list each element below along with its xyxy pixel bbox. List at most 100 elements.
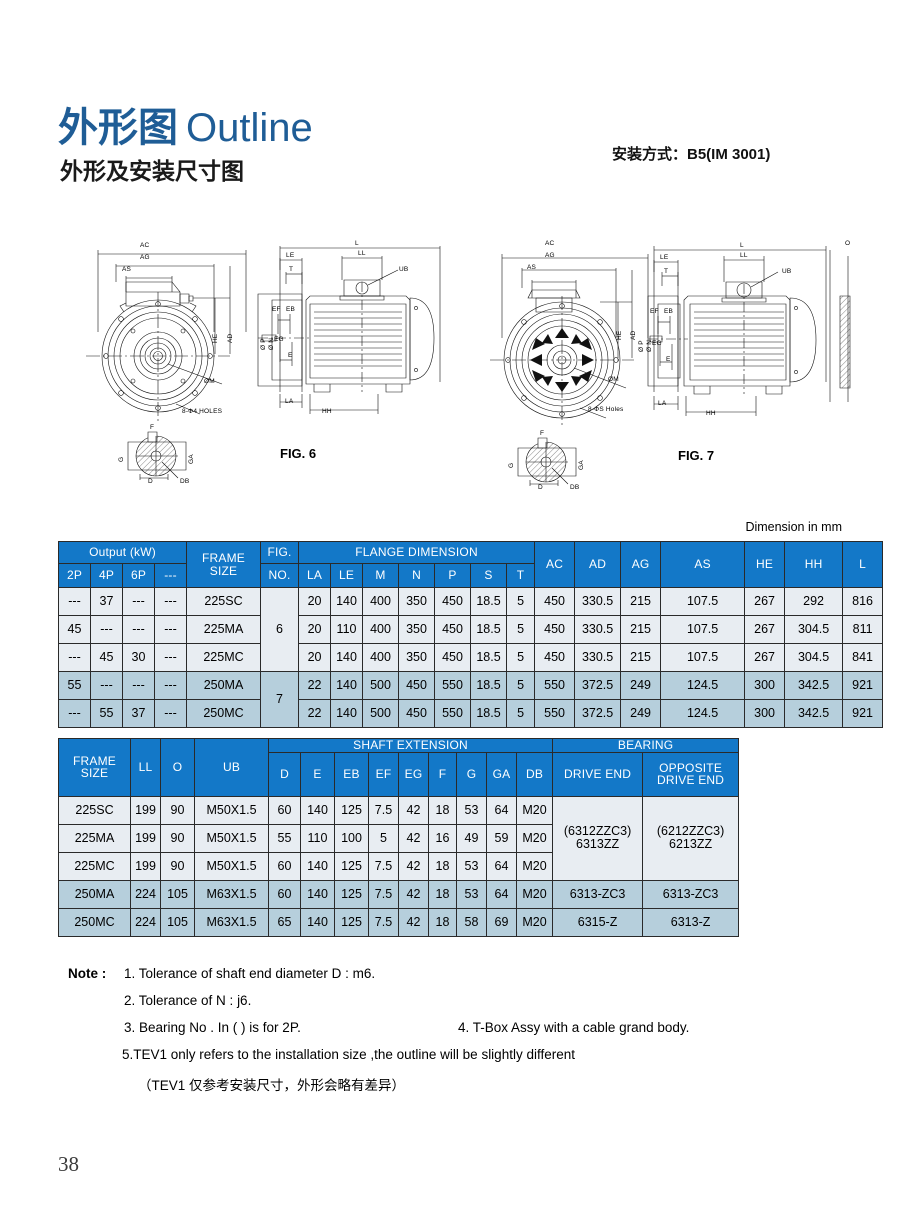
cell-as: 107.5 [660, 643, 746, 672]
table2-header-frame-size: FRAME SIZE [58, 738, 131, 797]
cell-e: 110 [300, 823, 335, 853]
fig6-holes-callout: 8-Ф4 HOLES [182, 408, 223, 415]
table1-header-he: HE [744, 541, 786, 588]
note-item-2: 2. Tolerance of N : j6. [124, 993, 252, 1008]
fig7-dim-la: LA [658, 400, 667, 407]
cell-ef: 5 [368, 823, 399, 853]
table1-header-flange-dimension: FLANGE DIMENSION [298, 541, 536, 564]
fig7-dim-ef: EF [650, 308, 659, 315]
cell-4p: --- [90, 671, 123, 700]
fig6-dim-ag: AG [140, 254, 150, 261]
cell-le: 140 [330, 671, 364, 700]
cell-eb: 125 [334, 879, 369, 909]
cell-blank-pole: --- [153, 587, 188, 616]
cell-db: M20 [515, 795, 554, 825]
cell-he: 300 [744, 671, 786, 700]
cell-2p: 45 [58, 615, 91, 644]
table2-header-eb: EB [334, 751, 369, 797]
cell-eb: 125 [334, 795, 369, 825]
cell-6p: --- [122, 671, 155, 700]
cell-g: 58 [456, 907, 487, 937]
cell-drive-end: (6312ZZC3)6313ZZ [552, 795, 644, 881]
page-subtitle: 外形及安装尺寸图 [60, 158, 244, 184]
cell-opposite-drive-end: 6313-ZC3 [642, 879, 740, 909]
fig7-shaft-detail-drawing [500, 434, 610, 492]
cell-eg: 42 [398, 879, 429, 909]
cell-6p: 37 [122, 699, 155, 728]
cell-ub: M50X1.5 [194, 851, 269, 881]
cell-opposite-drive-end: 6313-Z [642, 907, 740, 937]
cell-eg: 42 [398, 907, 429, 937]
cell-as: 124.5 [660, 699, 746, 728]
table2-header-shaft-extension: SHAFT EXTENSION [267, 738, 554, 753]
cell-ag: 249 [620, 699, 662, 728]
table2-header-g: G [456, 751, 487, 797]
cell-ga: 64 [486, 795, 517, 825]
fig6-dim-eg: EG [274, 336, 284, 343]
cell-f: 18 [428, 879, 457, 909]
cell-eg: 42 [398, 795, 429, 825]
cell-frame-size: 250MC [58, 907, 131, 937]
fig6-dim-ad: AD [227, 333, 234, 343]
cell-g: 49 [456, 823, 487, 853]
cell-f: 18 [428, 851, 457, 881]
cell-fig-no: 6 [260, 587, 300, 672]
table1-header-fig-no: NO. [260, 563, 300, 588]
table1-header-m: M [362, 563, 400, 588]
cell-ll: 199 [130, 851, 161, 881]
cell-d: 60 [268, 795, 301, 825]
fig6-shaft-dim-g: G [118, 456, 125, 462]
fig7-dim-eb: EB [664, 308, 674, 315]
cell-p: 450 [434, 587, 472, 616]
cell-f: 18 [428, 795, 457, 825]
cell-le: 140 [330, 587, 364, 616]
cell-ac: 450 [534, 587, 576, 616]
cell-as: 107.5 [660, 615, 746, 644]
cell-2p: 55 [58, 671, 91, 700]
table1-header-t: T [506, 563, 536, 588]
fig7-shaft-dim-d: D [538, 484, 543, 491]
cell-4p: 37 [90, 587, 123, 616]
cell-ag: 249 [620, 671, 662, 700]
table2-header-drive-end: DRIVE END [552, 751, 644, 797]
table1-header-output: Output (kW) [57, 541, 188, 564]
fig7-dim-t: T [664, 268, 669, 275]
cell-e: 140 [300, 795, 335, 825]
cell-frame-size: 225MA [186, 615, 262, 644]
cell-6p: 30 [122, 643, 155, 672]
cell-ad: 330.5 [574, 587, 622, 616]
cell-ga: 59 [486, 823, 517, 853]
fig7-dim-l: L [740, 242, 744, 249]
cell-hh: 304.5 [784, 643, 844, 672]
cell-o: 90 [160, 823, 195, 853]
fig7-label: FIG. 7 [678, 448, 715, 463]
fig7-dim-eg: EG [652, 340, 662, 347]
cell-n: 350 [398, 615, 436, 644]
note-item-5: 5.TEV1 only refers to the installation s… [122, 1047, 575, 1062]
table1-header-4p: 4P [90, 563, 123, 588]
fig7-dim-e: E [666, 356, 671, 363]
table2-header-ll: LL [130, 738, 161, 797]
table1-header-as: AS [660, 541, 746, 588]
table2-header-row-2: D E EB EF EG F G GA DB DRIVE END OPPOSIT… [59, 751, 740, 797]
table1-header-s: S [470, 563, 508, 588]
fig7-dim-diameter-n: Ø N [646, 339, 653, 352]
cell-ad: 330.5 [574, 615, 622, 644]
cell-g: 53 [456, 879, 487, 909]
note-row-4: 5.TEV1 only refers to the installation s… [58, 1047, 858, 1074]
table2-header-opposite-drive-end: OPPOSITE DRIVE END [642, 751, 740, 797]
cell-ub: M50X1.5 [194, 823, 269, 853]
table1-header-ag: AG [620, 541, 662, 588]
fig6-dim-eb: EB [286, 306, 296, 313]
cell-t: 5 [506, 615, 536, 644]
table1-header-l: L [842, 541, 884, 588]
fig6-dim-he: HE [212, 333, 219, 343]
cell-t: 5 [506, 587, 536, 616]
table2-header-d: D [268, 751, 301, 797]
mounting-type-note: 安装方式：B5(IM 3001) [612, 146, 771, 163]
fig6-dim-ac: AC [140, 242, 150, 249]
cell-hh: 292 [784, 587, 844, 616]
